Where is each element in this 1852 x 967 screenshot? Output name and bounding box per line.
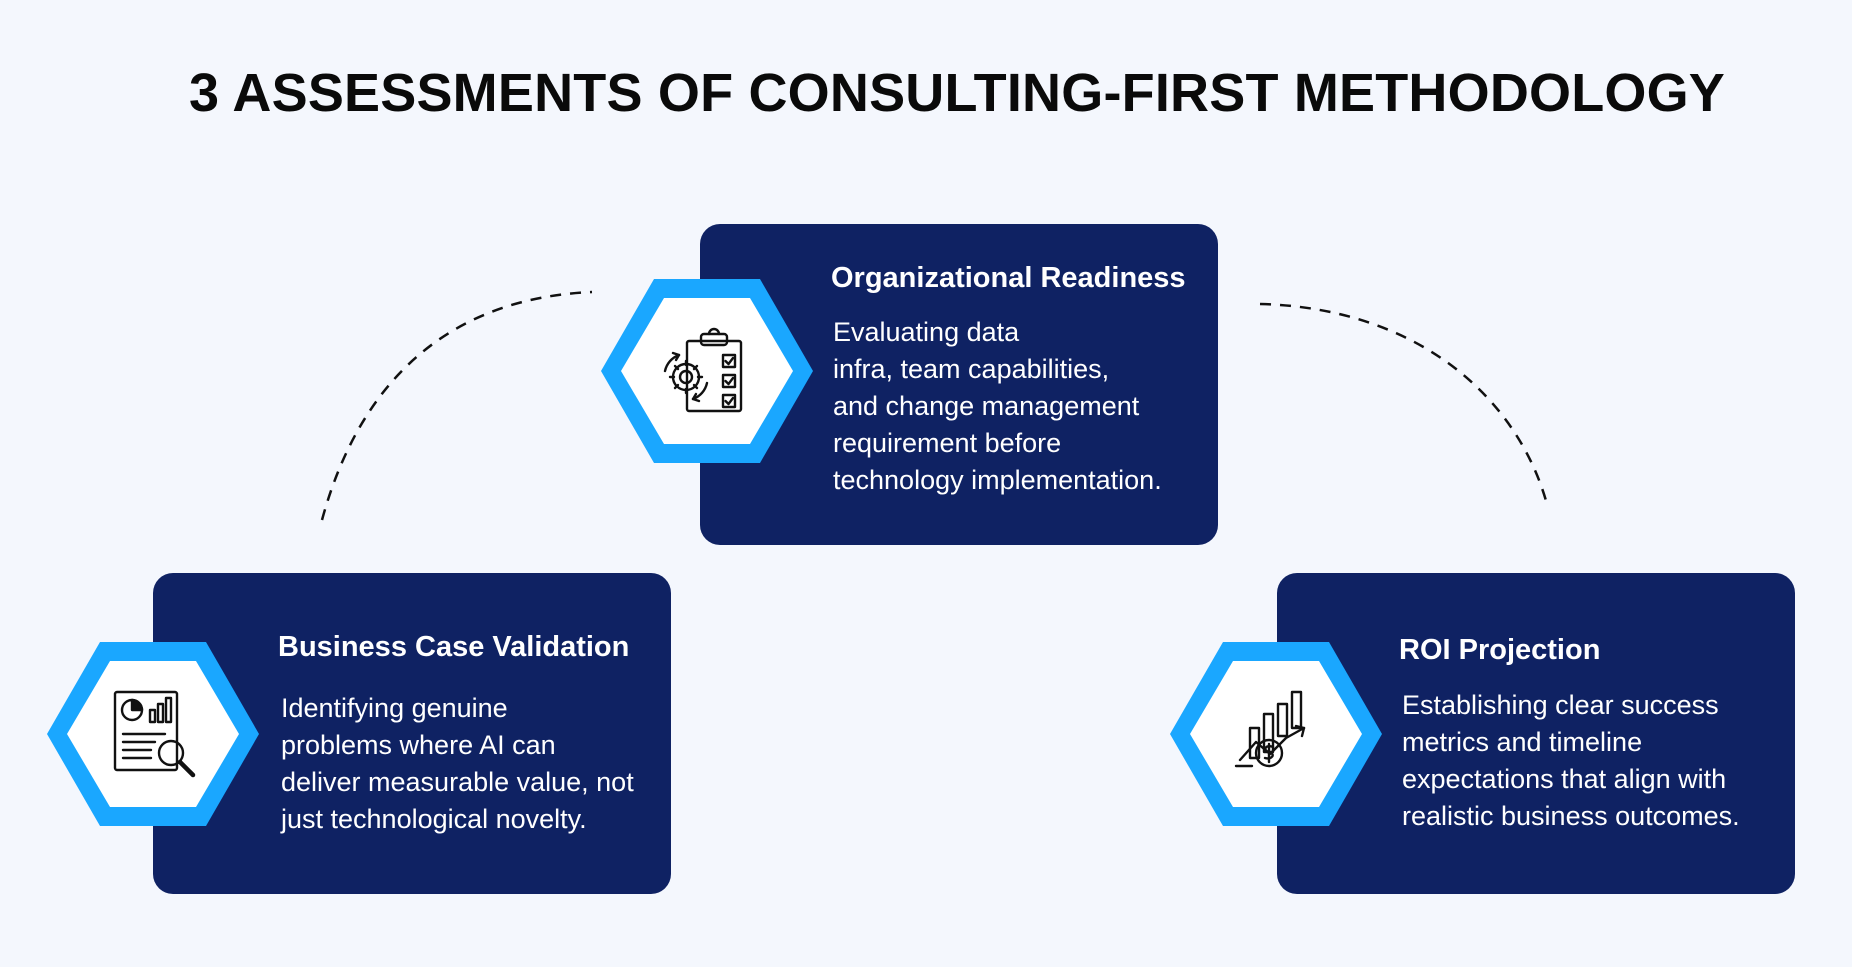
growth-chart-dollar-icon — [1234, 690, 1306, 768]
card-heading: Business Case Validation — [278, 631, 630, 663]
checklist-gear-icon — [663, 327, 743, 413]
card-description-line: Establishing clear success — [1402, 690, 1719, 720]
card-description-line: realistic business outcomes. — [1402, 801, 1740, 831]
card-description-line: just technological novelty. — [281, 804, 587, 834]
card-description-line: technology implementation. — [833, 465, 1162, 495]
card-heading: Organizational Readiness — [831, 262, 1186, 294]
card-description-line: expectations that align with — [1402, 764, 1727, 794]
card-description-line: Evaluating data — [833, 317, 1020, 347]
card-description: Evaluating data infra, team capabilities… — [833, 314, 1162, 499]
card-description-line: Identifying genuine — [281, 693, 508, 723]
card-description-line: metrics and timeline — [1402, 727, 1643, 757]
page-title: 3 ASSESSMENTS OF CONSULTING-FIRST METHOD… — [188, 63, 1726, 123]
hexagon-badge — [47, 642, 259, 826]
card-description-line: deliver measurable value, not — [281, 767, 634, 797]
card-description: Establishing clear success metrics and t… — [1402, 687, 1740, 835]
hexagon-badge — [1170, 642, 1382, 826]
card-description-line: infra, team capabilities, — [833, 354, 1110, 384]
report-magnifier-icon — [113, 690, 196, 778]
card-description-line: problems where AI can — [281, 730, 556, 760]
card-description-line: requirement before — [833, 428, 1062, 458]
right-connector-arc — [1259, 302, 1550, 509]
card-description-line: and change management — [833, 391, 1140, 421]
card-description: Identifying genuine problems where AI ca… — [281, 690, 634, 838]
card-heading: ROI Projection — [1399, 634, 1601, 666]
left-connector-arc — [320, 290, 593, 521]
hexagon-badge — [601, 279, 813, 463]
